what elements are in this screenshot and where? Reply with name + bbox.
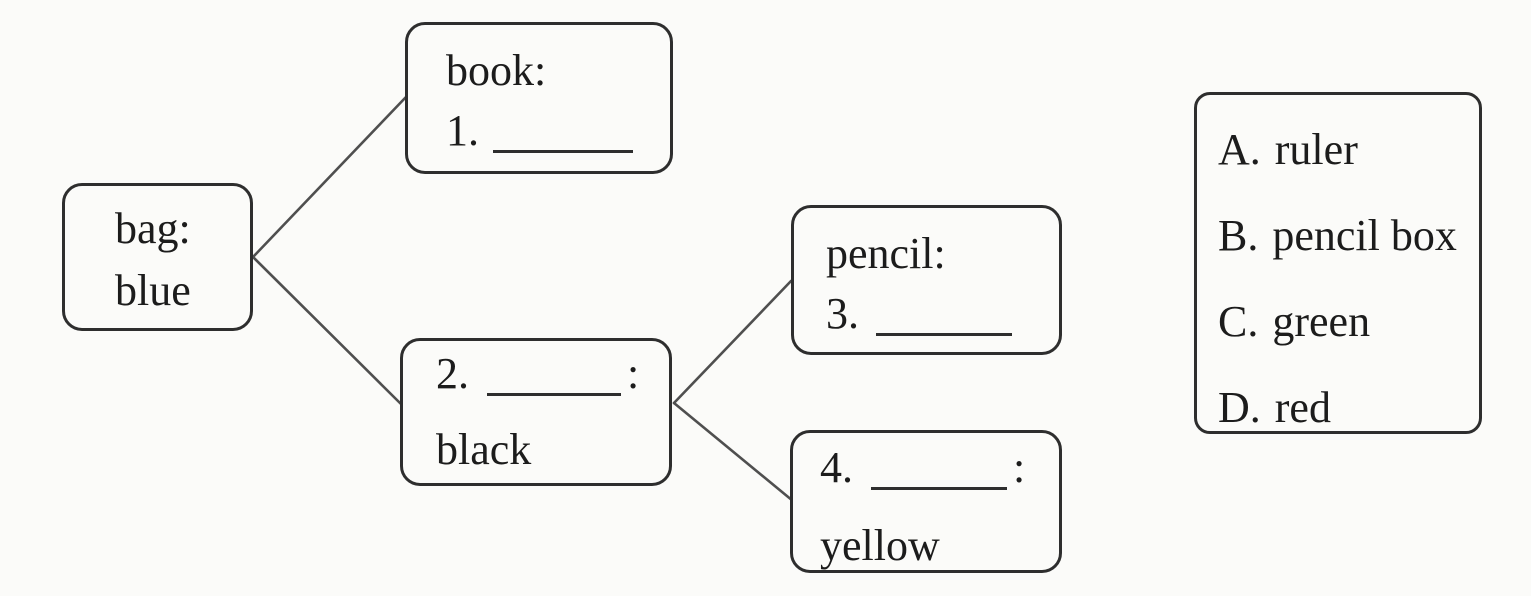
option-a: A. ruler xyxy=(1218,107,1479,193)
blank-line-3 xyxy=(876,326,1012,336)
option-b: B. pencil box xyxy=(1218,193,1479,279)
item-3-row: 3. xyxy=(826,284,1059,344)
yellow-color-value: yellow xyxy=(820,521,940,570)
blank-line-4 xyxy=(871,480,1007,490)
blank-line-1 xyxy=(493,143,633,153)
item-1-number: 1. xyxy=(446,106,479,155)
item-2-number: 2. xyxy=(436,349,469,398)
option-b-text: pencil box xyxy=(1272,211,1457,260)
item-1-row: 1. xyxy=(446,101,670,161)
bag-color-value: blue xyxy=(115,266,191,315)
node-bag-blue: bag: blue xyxy=(62,183,253,331)
item-2-colon: : xyxy=(627,349,640,398)
option-c: C. green xyxy=(1218,279,1479,365)
blank-line-2 xyxy=(487,386,621,396)
option-b-letter: B. xyxy=(1218,211,1259,260)
option-a-letter: A. xyxy=(1218,125,1261,174)
item-3-number: 3. xyxy=(826,289,859,338)
book-label: book: xyxy=(446,46,547,95)
option-d: D. red xyxy=(1218,365,1479,451)
connector-bag-to-middle xyxy=(251,255,405,408)
item-4-number: 4. xyxy=(820,443,853,492)
option-d-text: red xyxy=(1274,383,1331,432)
answer-options-box: A. ruler B. pencil box C. green D. red xyxy=(1194,92,1482,434)
node-blank-4-yellow: 4.: yellow xyxy=(790,430,1062,573)
bag-label: bag: xyxy=(115,204,191,253)
connector-middle-to-yellow xyxy=(672,401,795,503)
option-a-text: ruler xyxy=(1274,125,1358,174)
pencil-label: pencil: xyxy=(826,229,946,278)
item-4-colon: : xyxy=(1013,443,1026,492)
item-4-row: 4.: xyxy=(820,437,1059,499)
middle-color-value: black xyxy=(436,425,532,474)
connector-middle-to-pencil xyxy=(672,279,793,405)
connector-bag-to-book xyxy=(251,95,408,259)
node-pencil-blank-3: pencil: 3. xyxy=(791,205,1062,355)
node-book-blank-1: book: 1. xyxy=(405,22,673,174)
option-c-letter: C. xyxy=(1218,297,1259,346)
node-blank-2-black: 2.: black xyxy=(400,338,672,486)
option-c-text: green xyxy=(1272,297,1371,346)
item-2-row: 2.: xyxy=(436,343,669,405)
option-d-letter: D. xyxy=(1218,383,1261,432)
